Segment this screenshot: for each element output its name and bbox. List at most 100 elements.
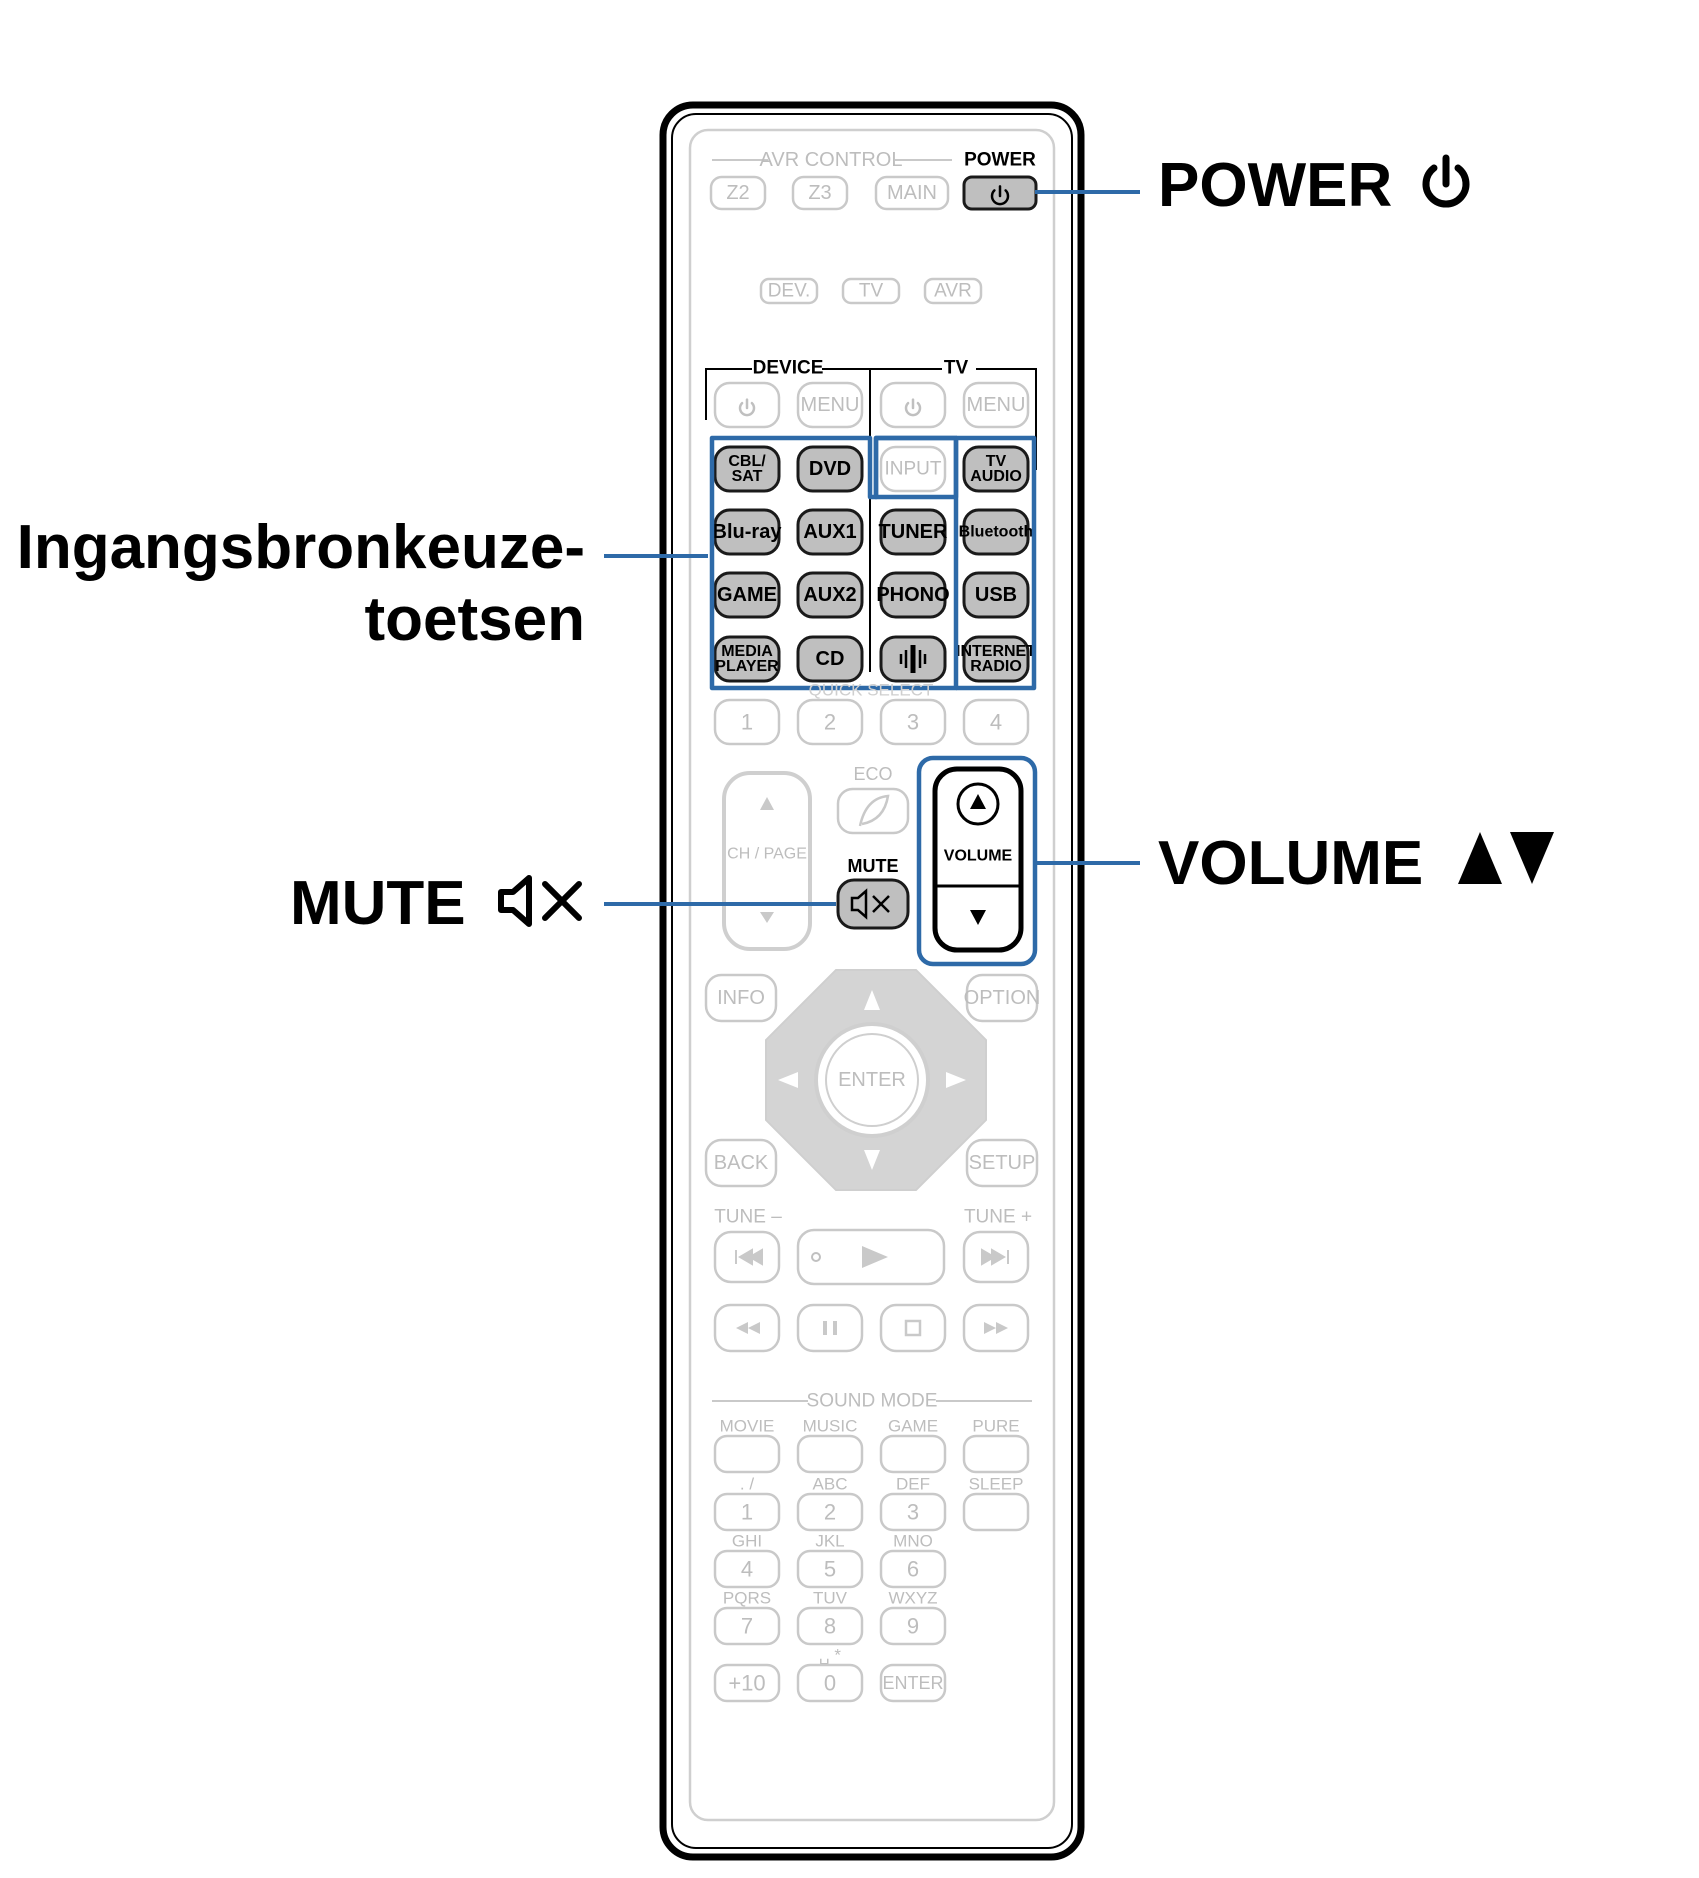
mute-callout-line bbox=[604, 902, 836, 906]
keypad-key-1-2-label: 6 bbox=[907, 1557, 919, 1582]
info-button-frame bbox=[704, 973, 778, 1023]
mode-button-1-label: TV bbox=[859, 281, 884, 302]
keypad-top-label-2-2: WXYZ bbox=[888, 1589, 937, 1608]
source-button-cbl-sat-label: CBL/SAT bbox=[728, 453, 766, 485]
avr-button-z3: Z3 bbox=[791, 175, 849, 211]
mute-callout-label: MUTE bbox=[290, 869, 466, 938]
tv-power-button bbox=[879, 381, 947, 429]
nav-left-icon bbox=[778, 1072, 798, 1088]
keypad-key-3-2-label: ENTER bbox=[882, 1673, 943, 1693]
keypad-key-1-0: 4 bbox=[713, 1549, 781, 1589]
power-button bbox=[962, 175, 1038, 211]
source-button-usb-frame bbox=[962, 571, 1030, 619]
mode-button-1: TV bbox=[841, 277, 901, 305]
source-button-bluetooth-frame bbox=[962, 508, 1030, 556]
info-button: INFO bbox=[704, 973, 778, 1023]
mode-button-2: AVR bbox=[923, 277, 983, 305]
volume-rocker bbox=[932, 766, 1024, 953]
mute-button-icon bbox=[850, 888, 890, 920]
keypad-key-0-0-frame bbox=[713, 1492, 781, 1532]
tv-power-icon bbox=[904, 398, 922, 417]
avr-button-z2-frame bbox=[709, 175, 767, 211]
avr-button-z3-label: Z3 bbox=[808, 182, 831, 204]
sound-mode-movie-frame bbox=[713, 1434, 781, 1474]
device-group-label: DEVICE bbox=[753, 358, 824, 379]
eco-label: ECO bbox=[853, 764, 892, 784]
keypad-key-0-1: 2 bbox=[796, 1492, 864, 1532]
mode-button-0-frame bbox=[759, 277, 819, 305]
next-icon bbox=[981, 1248, 1009, 1266]
sound-mode-label-game: GAME bbox=[888, 1417, 938, 1436]
source-button-aux2-frame bbox=[796, 571, 864, 619]
source-button-aux1: AUX1 bbox=[796, 508, 864, 556]
source-button-cd-frame bbox=[796, 635, 864, 683]
tv-source-highlight bbox=[956, 435, 1037, 691]
avr-button-z2-label: Z2 bbox=[726, 182, 749, 204]
back-button-frame bbox=[704, 1138, 778, 1188]
volume-down-icon bbox=[970, 910, 986, 925]
setup-button-label: SETUP bbox=[969, 1152, 1036, 1174]
device-power-icon-arc bbox=[738, 401, 756, 417]
keypad-key-3-1: 0 bbox=[796, 1663, 864, 1703]
keypad-top-label-3-1: ␣ * bbox=[819, 1646, 842, 1665]
keypad-key-3-0: +10 bbox=[713, 1663, 781, 1703]
source-button-tv-audio-frame bbox=[962, 445, 1030, 493]
quick-select-1: 1 bbox=[713, 698, 781, 746]
mode-button-1-frame bbox=[841, 277, 901, 305]
mode-button-0: DEV. bbox=[759, 277, 819, 305]
keypad-key-1-0-label: 4 bbox=[741, 1557, 753, 1582]
quick-select-4: 4 bbox=[962, 698, 1030, 746]
power-label: POWER bbox=[964, 150, 1036, 171]
keypad-key-0-0-label: 1 bbox=[741, 1500, 753, 1525]
tv-menu-button-label: MENU bbox=[967, 394, 1026, 416]
mute-button-speaker bbox=[850, 888, 868, 920]
source-button-dvd: DVD bbox=[796, 445, 864, 493]
prev-button bbox=[713, 1230, 781, 1284]
keypad-key-1-0-frame bbox=[713, 1549, 781, 1589]
input-select-callout-line2: toetsen bbox=[364, 585, 585, 654]
keypad-key-1-2-frame bbox=[879, 1549, 947, 1589]
mute-button-frame bbox=[836, 878, 910, 930]
keypad-key-1-1-label: 5 bbox=[824, 1557, 836, 1582]
keypad-top-label-1-1: JKL bbox=[815, 1532, 844, 1551]
source-button-aux2: AUX2 bbox=[796, 571, 864, 619]
keypad-key-2-1-frame bbox=[796, 1606, 864, 1646]
keypad-key-2-0-frame bbox=[713, 1606, 781, 1646]
keypad-key-2-2-frame bbox=[879, 1606, 947, 1646]
mode-button-2-frame bbox=[923, 277, 983, 305]
source-button-blu-ray-frame bbox=[713, 508, 781, 556]
keypad-key-2-1: 8 bbox=[796, 1606, 864, 1646]
keypad-key-3-1-label: 0 bbox=[824, 1671, 836, 1696]
rewind-button bbox=[713, 1303, 781, 1353]
heos-button bbox=[879, 635, 947, 683]
back-button-label: BACK bbox=[714, 1152, 769, 1174]
sound-mode-music bbox=[796, 1434, 864, 1474]
play-button bbox=[796, 1228, 946, 1286]
power-button-icon bbox=[990, 185, 1010, 206]
keypad-key-2-2-label: 9 bbox=[907, 1614, 919, 1639]
source-button-bluetooth-label: Bluetooth bbox=[959, 524, 1034, 541]
keypad-key-0-3 bbox=[962, 1492, 1030, 1532]
avr-button-z2: Z2 bbox=[709, 175, 767, 211]
ch-down-icon bbox=[760, 912, 774, 923]
rewind-icon bbox=[736, 1322, 760, 1334]
keypad-top-label-0-0: . / bbox=[740, 1475, 754, 1494]
quick-select-4-frame bbox=[962, 698, 1030, 746]
source-button-game-frame bbox=[713, 571, 781, 619]
source-button-cd-label: CD bbox=[816, 648, 845, 670]
keypad-key-1-1-frame bbox=[796, 1549, 864, 1589]
input-select-callout: Ingangsbronkeuze- toetsen bbox=[0, 512, 585, 656]
volume-up-icon bbox=[970, 794, 986, 809]
input-button-label: INPUT bbox=[885, 459, 942, 480]
tv-group-label: TV bbox=[944, 358, 969, 379]
play-dot-icon bbox=[811, 1252, 821, 1262]
quick-select-4-label: 4 bbox=[990, 710, 1002, 735]
source-button-tuner-frame bbox=[879, 508, 947, 556]
next-button bbox=[962, 1230, 1030, 1284]
enter-button bbox=[825, 1033, 919, 1127]
keypad-top-label-2-0: PQRS bbox=[723, 1589, 771, 1608]
